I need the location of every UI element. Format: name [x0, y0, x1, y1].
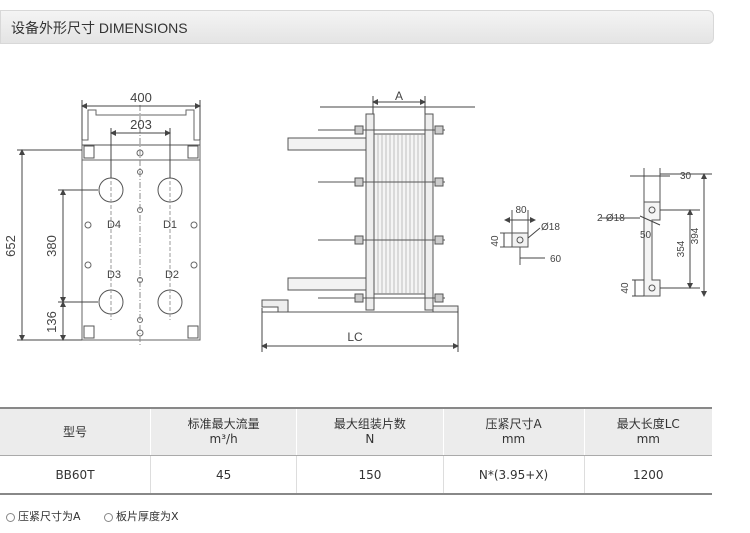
- section-title: 设备外形尺寸 DIMENSIONS: [11, 20, 188, 36]
- bracket-inner-label: 50: [640, 230, 652, 241]
- cell-max-plates: 150: [296, 455, 444, 495]
- cell-press-size: N*(3.95+X): [442, 455, 585, 495]
- section-header: 设备外形尺寸 DIMENSIONS: [0, 10, 714, 44]
- foot-offset-label: 60: [550, 254, 562, 265]
- foot-hole-label: Ø18: [541, 222, 560, 233]
- bracket-detail: [600, 168, 712, 297]
- bracket-mid-height-label: 354: [676, 240, 687, 257]
- cell-max-length: 1200: [583, 455, 712, 495]
- foot-detail: [500, 210, 545, 265]
- port-label-d2: D2: [165, 269, 179, 281]
- foot-height-label: 40: [490, 235, 501, 247]
- cell-model: BB60T: [0, 455, 151, 495]
- bracket-top-label: 30: [680, 171, 692, 182]
- side-view: [261, 96, 475, 352]
- header-model: 型号: [0, 407, 151, 456]
- bullet-icon: [6, 512, 15, 522]
- front-low-height-label: 136: [44, 311, 59, 333]
- port-label-d4: D4: [107, 219, 121, 231]
- port-label-d3: D3: [107, 269, 121, 281]
- front-width-label: 400: [130, 90, 152, 105]
- cell-max-flow: 45: [149, 455, 297, 495]
- bullet-icon: [104, 512, 114, 522]
- bracket-low-height-label: 40: [620, 282, 631, 294]
- length-label: LC: [347, 330, 363, 344]
- front-mid-height-label: 380: [44, 235, 59, 257]
- table-row: BB60T 45 150 N*(3.95+X) 1200: [0, 455, 712, 495]
- note-item: 板片厚度为X: [104, 510, 179, 523]
- port-label-d1: D1: [163, 219, 177, 231]
- front-height-label: 652: [3, 235, 18, 257]
- bracket-holes-label: 2-Ø18: [597, 213, 625, 224]
- bracket-total-height-label: 394: [690, 227, 701, 244]
- notes: 压紧尺寸为A 板片厚度为X: [6, 508, 199, 524]
- foot-width-label: 80: [515, 205, 527, 216]
- front-view: [17, 100, 201, 345]
- note-item: 压紧尺寸为A: [6, 510, 81, 523]
- front-inner-width-label: 203: [130, 117, 152, 132]
- dimension-drawing: 400 203 652 380 136 D4 D1 D3 D2: [3, 89, 712, 352]
- press-size-label: A: [395, 89, 403, 103]
